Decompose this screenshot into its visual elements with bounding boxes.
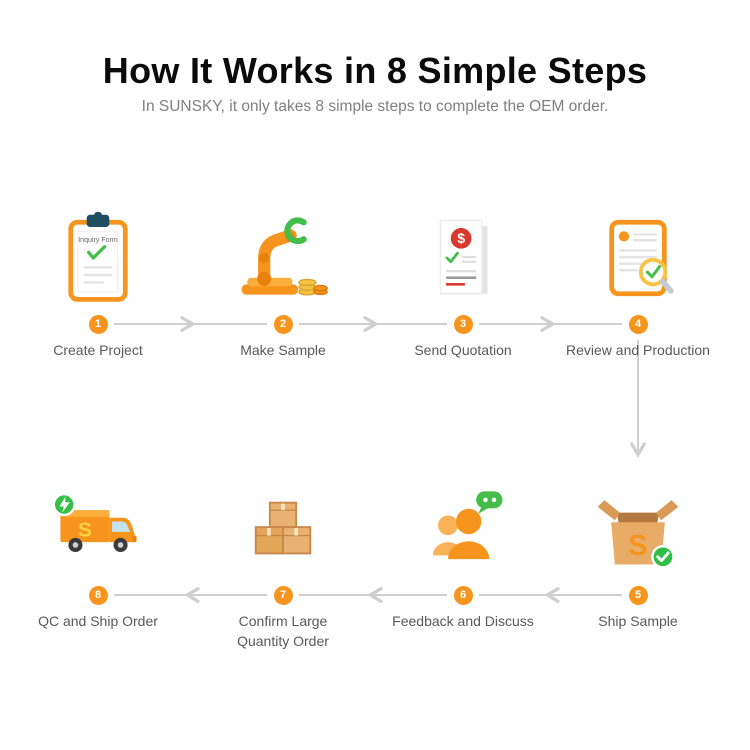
step-number-badge: 2 — [273, 315, 293, 334]
step-cell-5: S 5 Ship Sample — [546, 476, 730, 632]
step-cell-7: 7 Confirm Large Quantity Order — [191, 476, 375, 651]
step-number-badge: 7 — [273, 586, 293, 605]
page-title: How It Works in 8 Simple Steps — [102, 50, 648, 91]
stacked-boxes-icon — [191, 476, 375, 576]
robot-arm-icon — [191, 205, 375, 305]
step-number-badge: 6 — [453, 586, 473, 605]
box-brand-letter: S — [628, 530, 647, 562]
clipboard-icon: Inquiry Form — [6, 205, 190, 305]
inquiry-form-text: Inquiry Form — [78, 237, 118, 244]
delivery-truck-icon: S — [6, 476, 190, 576]
step-label: Confirm Large Quantity Order — [237, 613, 329, 649]
step-number-badge: 8 — [88, 586, 108, 605]
step-cell-6: 6 Feedback and Discuss — [371, 476, 555, 632]
step-number-badge: 4 — [628, 315, 648, 334]
step-label: Create Project — [53, 342, 143, 358]
page-subtitle: In SUNSKY, it only takes 8 simple steps … — [141, 98, 609, 115]
step-label: Ship Sample — [598, 613, 678, 629]
quotation-document-icon: $ — [371, 205, 555, 305]
step-cell-8: S 8 QC and Ship Order — [6, 476, 190, 632]
truck-brand-letter: S — [78, 519, 92, 542]
step-cell-4: 4 Review and Production — [546, 205, 730, 361]
step-number-badge: 5 — [628, 586, 648, 605]
step-cell-2: 2 Make Sample — [191, 205, 375, 361]
step-number-badge: 3 — [453, 315, 473, 334]
step-label: Make Sample — [240, 342, 326, 358]
dollar-sign-text: $ — [457, 230, 465, 246]
step-label: Feedback and Discuss — [392, 613, 534, 629]
open-box-icon: S — [546, 476, 730, 576]
people-chat-icon — [371, 476, 555, 576]
step-label: Review and Production — [566, 342, 710, 358]
step-number-badge: 1 — [88, 315, 108, 334]
step-label: Send Quotation — [414, 342, 512, 358]
step-cell-3: $ 3 Send Quotation — [371, 205, 555, 361]
step-cell-1: Inquiry Form 1 Create Project — [6, 205, 190, 361]
step-label: QC and Ship Order — [38, 613, 158, 629]
document-magnifier-icon — [546, 205, 730, 305]
